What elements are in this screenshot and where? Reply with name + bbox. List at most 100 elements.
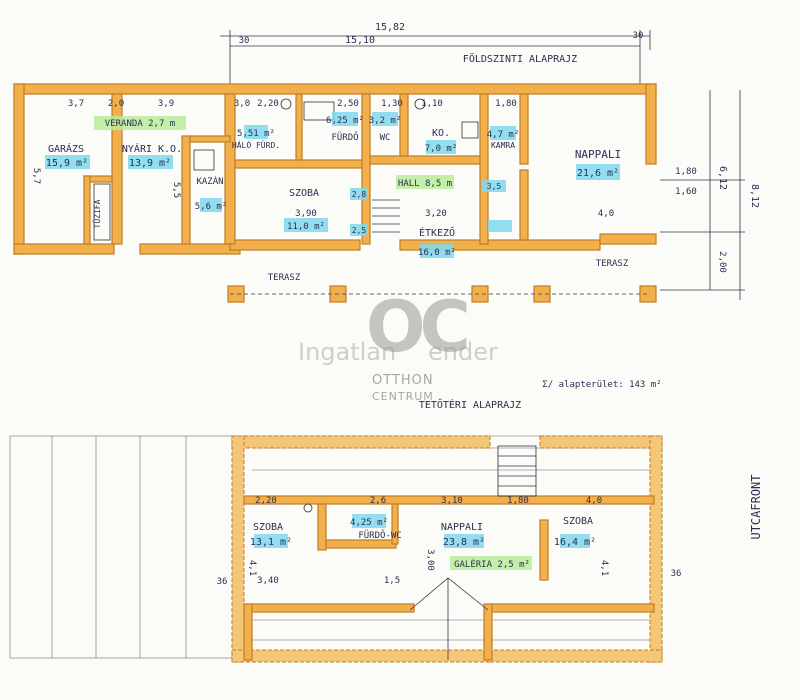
room-name: TÜZIFA: [92, 199, 102, 228]
attic-wall: [391, 503, 399, 545]
room-area: 5,51 m²: [237, 129, 275, 139]
wall-interior: [234, 159, 366, 169]
dim-label: 3,00: [425, 549, 435, 571]
room-area: 16,4 m²: [554, 537, 596, 548]
dim-label: 30: [239, 36, 250, 46]
dim-label: 1,30: [381, 99, 403, 109]
highlight: [450, 556, 532, 570]
attic-wall-north: [231, 435, 491, 449]
room-area: 11,0 m²: [287, 222, 325, 232]
dormer-outline: [409, 577, 489, 611]
dim-label: 3,7: [68, 99, 84, 109]
highlight: [576, 164, 620, 180]
stove-icon: [461, 121, 479, 139]
attic-wall-south: [231, 649, 491, 663]
wall-interior: [111, 93, 123, 245]
room-name: HÁLÓ FÜRD.: [232, 139, 280, 150]
bathtub-icon: [303, 101, 335, 121]
attic-kneewall-north: [243, 495, 655, 505]
dim-label: 4,1: [247, 560, 257, 576]
attic-plan: TETŐTÉRI ALAPRAJZ Σ/ alapterület: 143 m²…: [9, 380, 763, 663]
dim-label: 36: [671, 569, 682, 579]
room-name: NYÁRI K.O.: [122, 142, 182, 155]
dim-label: 2,20: [255, 496, 277, 506]
wall-north: [13, 83, 657, 95]
staircase-attic: [497, 445, 537, 497]
veranda-label: VERANDA 2,7 m: [105, 119, 175, 129]
attic-kneewall-south: [243, 603, 415, 613]
dim-label: 3,0: [234, 99, 250, 109]
room-area: 3,2 m²: [369, 116, 402, 126]
room-area: 23,8 m²: [443, 537, 485, 548]
highlight: [372, 112, 398, 126]
total-area: Σ/ alapterület: 143 m²: [542, 380, 661, 390]
highlight: [94, 116, 186, 130]
room-area: 15,9 m²: [46, 158, 88, 169]
highlight: [482, 180, 506, 192]
dim-label: 1,80: [507, 496, 529, 506]
room-area: 13,1 m²: [250, 537, 292, 548]
attic-wall: [317, 503, 327, 551]
wall-interior: [369, 155, 481, 165]
wall-south-terrace: [599, 233, 657, 245]
dim-label: 4,1: [599, 560, 609, 576]
dim-label: 5,7: [31, 168, 41, 184]
room-name: SZOBA: [563, 516, 593, 527]
attic-wall: [539, 519, 549, 581]
attic-kneewall-south: [487, 603, 655, 613]
highlight: [128, 155, 173, 169]
firewood-storage-icon: [93, 183, 111, 241]
highlight: [244, 125, 268, 139]
dim-label: 3,10: [441, 496, 463, 506]
dim-label: 3,90: [295, 209, 317, 219]
wall-interior: [519, 93, 529, 165]
small-area-label: 3,5: [487, 182, 502, 191]
dim-label: 30: [633, 31, 644, 41]
street-front-label: UTCAFRONT: [749, 474, 763, 539]
room-name: SZOBA: [253, 522, 283, 533]
wall-south-dining: [399, 239, 601, 251]
room-area: 21,6 m²: [577, 168, 619, 179]
wall-east-upper: [645, 83, 657, 165]
wall-interior: [83, 175, 91, 245]
wall-interior: [519, 169, 529, 241]
dim-label: 1,80: [675, 167, 697, 177]
wall-interior: [224, 93, 236, 245]
wall-interior: [361, 93, 371, 245]
dim-label: 2,20: [257, 99, 279, 109]
dim-label: 1,60: [675, 187, 697, 197]
room-name: GARÁZS: [48, 142, 84, 155]
room-area: 13,9 m²: [129, 158, 171, 169]
highlight: [350, 188, 368, 200]
dim-label: 3,40: [257, 576, 279, 586]
wall-south-garage: [13, 243, 115, 255]
pillar: [639, 285, 657, 303]
staircase-ground: [372, 199, 400, 233]
highlight: [426, 140, 456, 154]
boiler-icon: [193, 149, 215, 171]
dim-label: 1,5: [384, 576, 400, 586]
highlight: [284, 218, 328, 232]
dim-label: 36: [217, 577, 228, 587]
room-name: SZOBA: [289, 188, 319, 199]
small-area-label: 2,5: [352, 226, 367, 235]
room-name: KO.: [432, 128, 450, 139]
wall-interior: [189, 135, 231, 143]
room-area: 5,6 m²: [195, 202, 228, 212]
gallery-label: GALÉRIA 2,5 m²: [454, 558, 530, 570]
wall-south-summer-kitchen: [139, 243, 241, 255]
highlight: [396, 175, 454, 189]
dim-label: 3,9: [158, 99, 174, 109]
room-name: ÉTKEZŐ: [419, 225, 455, 239]
ground-floor-plan: FÖLDSZINTI ALAPRAJZ 15,82 15,10 30 30 6,…: [13, 22, 760, 303]
highlight: [488, 220, 512, 232]
dim-label: 2,0: [108, 99, 124, 109]
attic-wall-west: [231, 435, 245, 663]
highlight: [254, 534, 288, 548]
wall-interior: [181, 135, 191, 245]
room-name: FÜRDŐ-WC: [358, 530, 401, 541]
attic-wall: [483, 603, 493, 661]
room-name: TERASZ: [596, 259, 629, 269]
washbasin-icon: [280, 98, 292, 110]
